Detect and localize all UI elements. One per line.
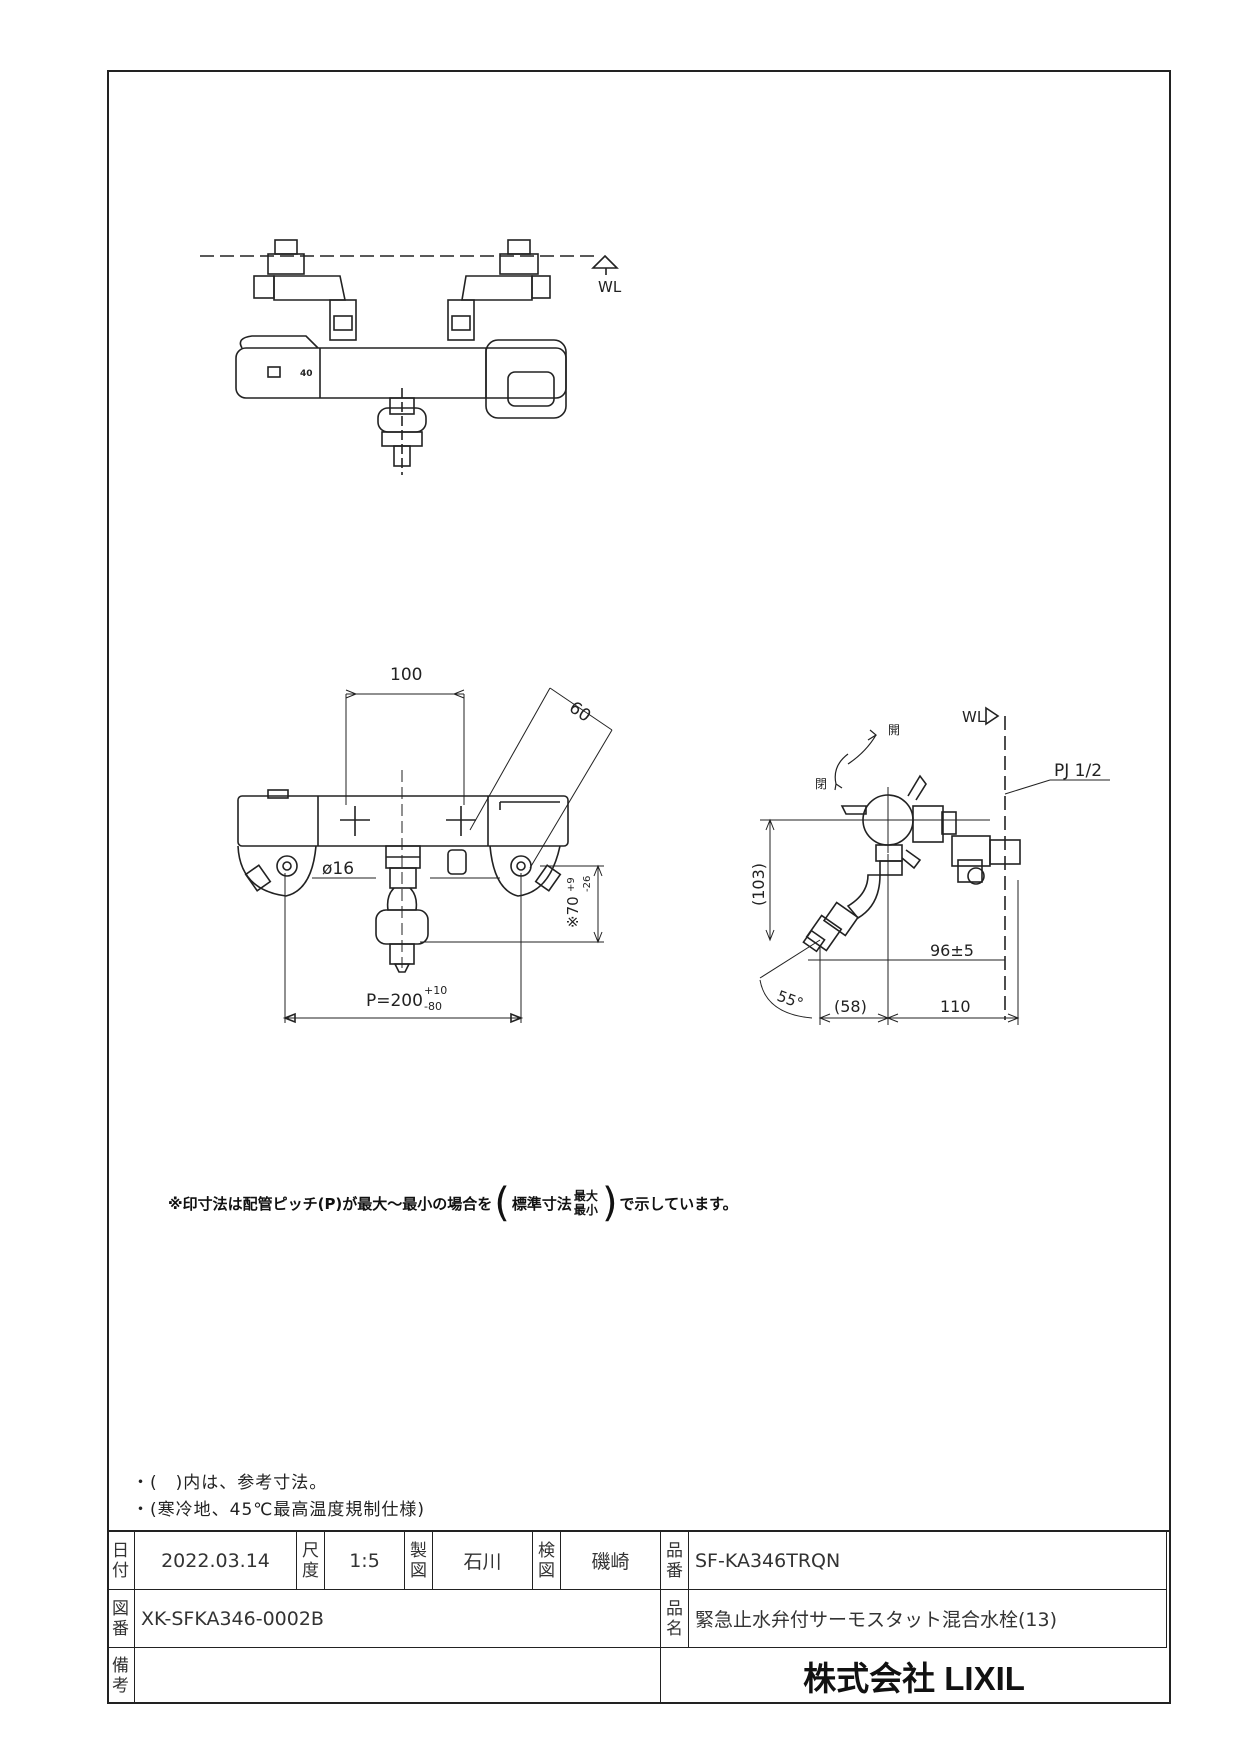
top-view bbox=[200, 239, 619, 475]
dim-height-tol-lower: -26 bbox=[582, 876, 593, 892]
dim-103: (103) bbox=[749, 863, 768, 906]
footnote-pre: ※印寸法は配管ピッチ(P)が最大～最小の場合を bbox=[168, 1194, 493, 1213]
footnote-min: 最小 bbox=[573, 1203, 598, 1217]
note-cold-region: ・(寒冷地、45℃最高温度規制仕様) bbox=[132, 1500, 425, 1520]
label-open: 開 bbox=[888, 723, 900, 737]
product-name-label: 品名 bbox=[661, 1590, 689, 1648]
dim-height-tol-upper: +9 bbox=[566, 877, 577, 892]
dim-pitch: P=200 bbox=[366, 991, 423, 1011]
dim-height: ※70 bbox=[564, 896, 582, 928]
remarks bbox=[135, 1648, 661, 1704]
footnote-max: 最大 bbox=[573, 1189, 598, 1203]
side-view bbox=[759, 706, 1110, 1025]
wl-label-side: WL bbox=[962, 708, 986, 726]
dim-phi16: ø16 bbox=[322, 859, 354, 879]
drawing-frame bbox=[107, 70, 1171, 1704]
dimension-labels: WL 40 100 60 ø16 P=200 +10 -80 ※70 +9 -2… bbox=[300, 278, 1102, 1016]
dial-mark: 40 bbox=[300, 369, 313, 379]
part-no: SF-KA346TRQN bbox=[689, 1532, 1167, 1590]
drawing-no-label: 図番 bbox=[107, 1590, 135, 1648]
title-block: 日付 2022.03.14 尺度 1:5 製図 石川 検図 磯崎 品番 SF-K… bbox=[107, 1530, 1171, 1704]
label-close: 閉 bbox=[815, 777, 827, 791]
dim-pitch-tol-upper: +10 bbox=[424, 984, 447, 997]
front-view bbox=[237, 687, 613, 1024]
wl-label: WL bbox=[598, 278, 622, 296]
product-name: 緊急止水弁付サーモスタット混合水栓(13) bbox=[689, 1590, 1167, 1648]
date-value: 2022.03.14 bbox=[135, 1532, 297, 1590]
footnote-std: 標準寸法 bbox=[511, 1194, 572, 1213]
checked-by: 磯崎 bbox=[561, 1532, 661, 1590]
part-no-label: 品番 bbox=[661, 1532, 689, 1590]
remarks-label: 備考 bbox=[107, 1648, 135, 1704]
dim-110: 110 bbox=[940, 997, 971, 1016]
scale-label: 尺度 bbox=[297, 1532, 325, 1590]
footnote: ※印寸法は配管ピッチ(P)が最大～最小の場合を ( 標準寸法 最大 最小 ) で… bbox=[168, 1180, 738, 1226]
drawn-by: 石川 bbox=[433, 1532, 533, 1590]
note-reference-dims: ・( )内は、参考寸法。 bbox=[132, 1473, 328, 1493]
company-logo: 株式会社 LIXIL bbox=[803, 1660, 1025, 1697]
scale-value: 1:5 bbox=[325, 1532, 405, 1590]
dim-100: 100 bbox=[390, 665, 422, 685]
footnote-post: で示しています。 bbox=[619, 1194, 738, 1213]
checked-label: 検図 bbox=[533, 1532, 561, 1590]
dim-96: 96±5 bbox=[930, 941, 974, 960]
footnote-range: 最大 最小 bbox=[574, 1189, 598, 1217]
date-label: 日付 bbox=[107, 1532, 135, 1590]
drawn-label: 製図 bbox=[405, 1532, 433, 1590]
drawing-no: XK-SFKA346-0002B bbox=[135, 1590, 661, 1648]
dim-pitch-tol-lower: -80 bbox=[424, 1000, 442, 1013]
dim-58: (58) bbox=[834, 997, 867, 1016]
dim-60: 60 bbox=[565, 698, 594, 727]
label-pj: PJ 1/2 bbox=[1054, 761, 1102, 781]
